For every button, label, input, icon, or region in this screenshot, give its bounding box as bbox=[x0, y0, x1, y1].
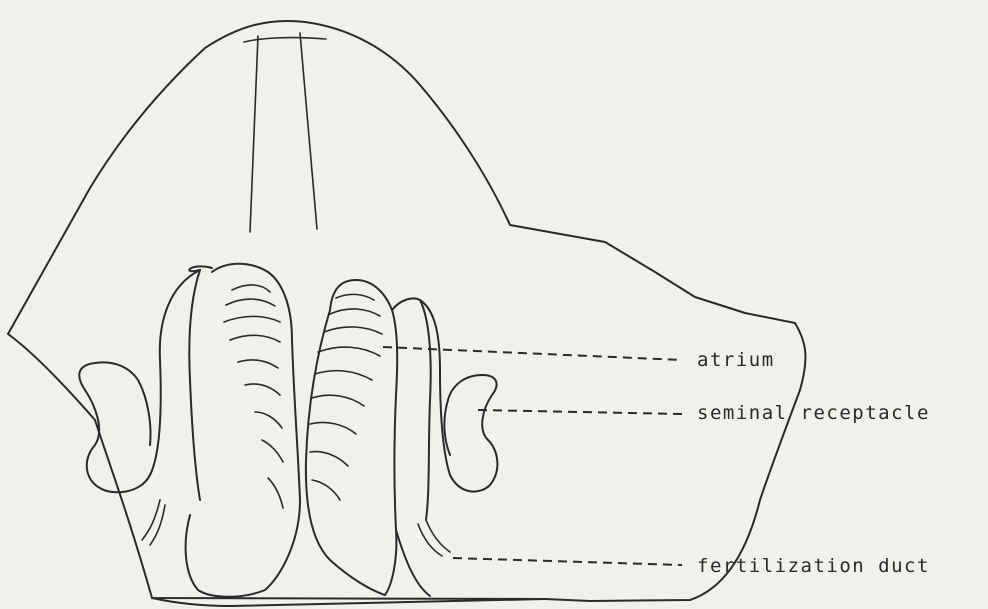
left-fertilization-duct bbox=[142, 500, 160, 540]
left-seminal-receptacle bbox=[79, 270, 200, 492]
seminal-receptacle-label: seminal receptacle bbox=[697, 402, 930, 424]
right-fertilization-duct bbox=[426, 520, 450, 552]
rostrum-right-line bbox=[300, 33, 317, 229]
left-atrium-lobe bbox=[186, 264, 300, 597]
fertilization-duct-leader bbox=[453, 558, 682, 565]
left-tube-inner bbox=[189, 270, 200, 500]
right-seminal-receptacle bbox=[392, 298, 497, 491]
seminal-receptacle-leader bbox=[478, 410, 682, 414]
rostrum-left-line bbox=[250, 36, 258, 232]
left-tube-top bbox=[189, 266, 212, 271]
body-outline bbox=[8, 21, 805, 601]
atrium-leader bbox=[383, 347, 682, 360]
rostrum-top-line bbox=[244, 38, 326, 42]
atrium-label: atrium bbox=[697, 349, 775, 371]
fertilization-duct-label: fertilization duct bbox=[697, 555, 930, 577]
right-tube-inner bbox=[420, 300, 431, 520]
